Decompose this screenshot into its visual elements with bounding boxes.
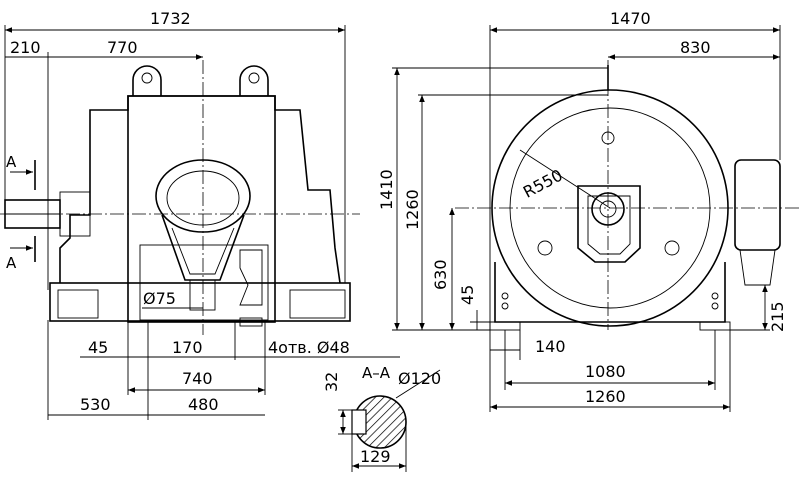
terminal-box [734, 159, 781, 286]
dim-key-129: 129 [360, 447, 391, 466]
dim-height-axis: 1260 [403, 189, 422, 230]
dim-right-offset: 830 [680, 38, 711, 57]
section-marker-bottom: A [6, 236, 36, 272]
dim-radius: R550 [520, 165, 566, 201]
dim-overall-width: 1732 [150, 9, 191, 28]
front-dimensions: 1732 210 770 Ø75 45 170 4отв. Ø48 740 53… [4, 9, 400, 420]
side-foot-left [489, 321, 521, 331]
side-bearing-housing [577, 185, 641, 263]
dim-height-215: 215 [768, 301, 787, 332]
dim-foot-140: 140 [535, 337, 566, 356]
dim-right-width: 1470 [610, 9, 651, 28]
dim-height-total: 1410 [377, 169, 396, 210]
front-base [49, 282, 351, 322]
side-dimensions: 1470 830 R550 1410 1260 630 45 215 140 [377, 9, 787, 412]
dim-hole-75: Ø75 [143, 289, 176, 308]
dim-bottom-170: 170 [172, 338, 203, 357]
side-foot-right [699, 321, 731, 331]
dim-height-45: 45 [458, 285, 477, 305]
side-base [494, 262, 726, 323]
dim-height-630: 630 [431, 259, 450, 290]
dim-shaft-diameter: Ø120 [398, 369, 441, 388]
dim-holes-note: 4отв. Ø48 [268, 338, 350, 357]
dim-width-530: 530 [80, 395, 111, 414]
lifting-eye-left [132, 65, 162, 96]
dim-key-32: 32 [322, 372, 341, 392]
front-foot-left [57, 289, 99, 319]
lifting-eye-right [239, 65, 269, 96]
front-foot-right [289, 289, 346, 319]
dim-bottom-45: 45 [88, 338, 108, 357]
inspection-cover [139, 244, 269, 327]
keyway [351, 409, 367, 435]
side-view [455, 60, 800, 331]
front-main-body [127, 95, 276, 323]
front-housing-outline [59, 95, 341, 284]
section-marker-top: A [6, 153, 36, 190]
dim-width-480: 480 [188, 395, 219, 414]
dim-base-1260: 1260 [585, 387, 626, 406]
section-letter-bottom: A [6, 254, 17, 272]
section-a-a: A–A Ø120 32 129 [322, 364, 441, 472]
front-view: A A [0, 60, 360, 335]
section-label: A–A [362, 364, 391, 382]
dim-half-width: 770 [107, 38, 138, 57]
dim-base-1080: 1080 [585, 362, 626, 381]
section-letter-top: A [6, 153, 17, 171]
dim-width-740: 740 [182, 369, 213, 388]
dim-left-offset: 210 [10, 38, 41, 57]
